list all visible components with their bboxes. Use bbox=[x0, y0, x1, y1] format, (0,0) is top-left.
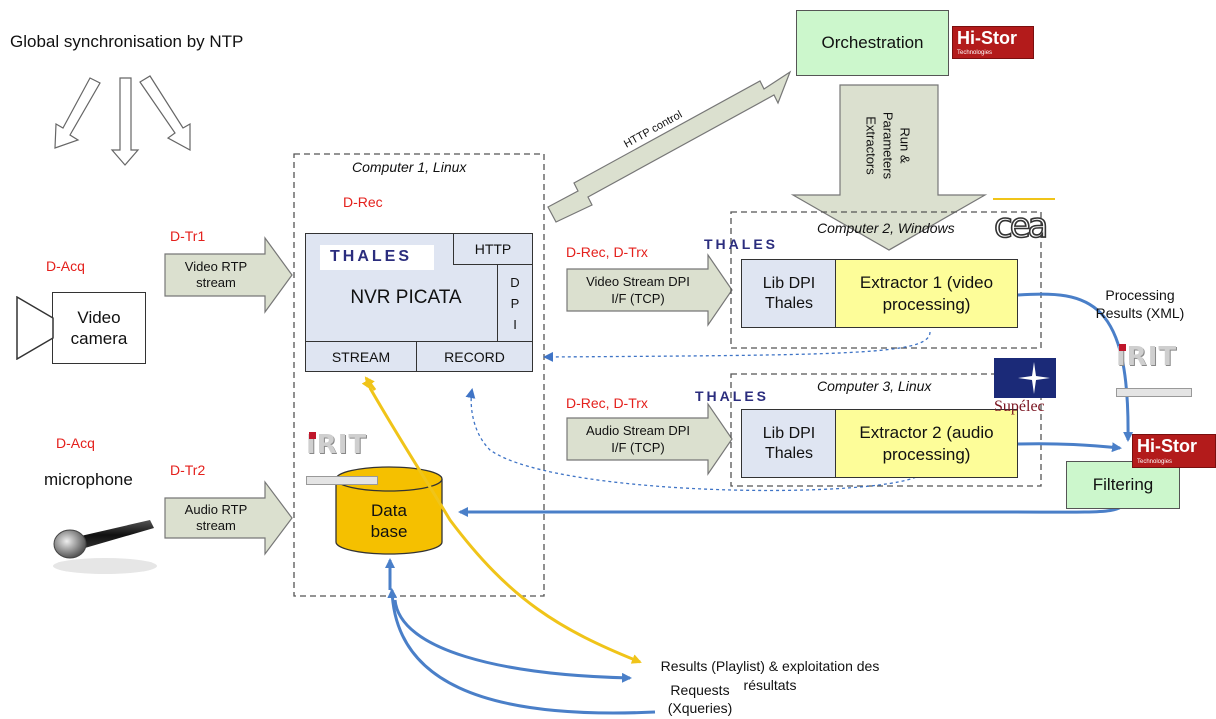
irit-logo-text-1: IRIT bbox=[306, 430, 368, 460]
computer1-title: Computer 1, Linux bbox=[352, 159, 467, 175]
thales-logo-computer3: THALES bbox=[695, 388, 769, 404]
irit-logo-dot-1 bbox=[309, 432, 316, 439]
cea-logo: cea bbox=[993, 205, 1049, 247]
dpi-label: D P I bbox=[510, 274, 520, 332]
histor-logo-text-1: Hi-Stor bbox=[957, 28, 1017, 48]
processing-results-wrap: Processing Results (XML) bbox=[1080, 284, 1200, 324]
run-params-text: Run & Parameters Extractors bbox=[828, 90, 948, 200]
video-dpi-arrow bbox=[566, 253, 733, 327]
label-d-rec-trx-2: D-Rec, D-Trx bbox=[566, 395, 648, 411]
run-params-arrow bbox=[790, 84, 988, 251]
computer2-title: Computer 2, Windows bbox=[817, 220, 955, 236]
lib-dpi-label-1: Lib DPI Thales bbox=[762, 274, 816, 312]
histor-logo-sub-2: Technologies bbox=[1137, 459, 1173, 465]
orchestration-box: Orchestration bbox=[796, 10, 949, 76]
yellow-flow bbox=[361, 378, 642, 664]
histor-logo-orchestration: Hi-Stor Technologies bbox=[952, 26, 1034, 59]
video-dpi-text: Video Stream DPI I/F (TCP) bbox=[568, 270, 708, 310]
computer3-frame bbox=[730, 373, 1042, 487]
thales-logo-nvr: THALES bbox=[320, 245, 434, 270]
video-rtp-arrow bbox=[164, 236, 293, 314]
video-dpi-label: Video Stream DPI I/F (TCP) bbox=[586, 274, 690, 306]
video-rtp-label: Video RTP stream bbox=[184, 259, 248, 290]
results-label: Results (Playlist) & exploitation des ré… bbox=[660, 658, 880, 693]
ntp-arrows bbox=[54, 75, 191, 166]
supelec-logo-text: Supélec bbox=[994, 398, 1045, 415]
filtering-box: Filtering bbox=[1066, 461, 1180, 509]
label-d-acq-video: D-Acq bbox=[46, 258, 85, 274]
lib-dpi-box-2: Lib DPI Thales bbox=[741, 409, 837, 478]
extractor1-label: Extractor 1 (video processing) bbox=[859, 272, 994, 314]
video-camera-label: Video camera bbox=[70, 308, 128, 348]
extractor2-label: Extractor 2 (audio processing) bbox=[859, 422, 994, 464]
stream-box: STREAM bbox=[305, 341, 417, 372]
audio-rtp-text: Audio RTP stream bbox=[170, 499, 262, 537]
audio-rtp-arrow bbox=[164, 480, 293, 556]
microphone-label: microphone bbox=[44, 470, 133, 489]
nvr-picata-label-wrap: NVR PICATA bbox=[326, 278, 486, 318]
computer3-title: Computer 3, Linux bbox=[817, 378, 932, 394]
irit-logo-dot-2 bbox=[1119, 344, 1126, 351]
yellow-flow-head bbox=[364, 376, 377, 391]
filtering-label: Filtering bbox=[1092, 475, 1154, 494]
audio-dpi-label: Audio Stream DPI I/F (TCP) bbox=[585, 423, 691, 455]
extractor1-box: Extractor 1 (video processing) bbox=[835, 259, 1018, 328]
label-d-tr2: D-Tr2 bbox=[170, 462, 206, 478]
extractor2-box: Extractor 2 (audio processing) bbox=[835, 409, 1018, 478]
thales-logo-computer2: THALES bbox=[704, 236, 778, 252]
lib-dpi-label-2: Lib DPI Thales bbox=[762, 424, 816, 462]
histor-logo-sub-1: Technologies bbox=[957, 50, 993, 56]
irit-logo-bar-2 bbox=[1116, 388, 1192, 397]
audio-rtp-label: Audio RTP stream bbox=[184, 502, 248, 533]
run-params-label: Run & Parameters Extractors bbox=[863, 111, 913, 179]
lib-dpi-box-1: Lib DPI Thales bbox=[741, 259, 837, 328]
supelec-star-icon bbox=[1018, 362, 1050, 394]
histor-logo-text-2: Hi-Stor bbox=[1137, 436, 1197, 456]
page-title: Global synchronisation by NTP bbox=[10, 32, 244, 51]
orchestration-label: Orchestration bbox=[821, 33, 924, 52]
database-label: Data base bbox=[370, 501, 408, 541]
irit-logo-right: IRIT bbox=[1116, 342, 1194, 400]
thales-logo-nvr-text: THALES bbox=[330, 248, 412, 265]
computer2-frame bbox=[730, 211, 1042, 349]
histor-logo-filtering: Hi-Stor Technologies bbox=[1132, 434, 1216, 468]
label-d-acq-audio: D-Acq bbox=[56, 435, 95, 451]
processing-results-label: Processing Results (XML) bbox=[1095, 287, 1185, 321]
audio-dpi-text: Audio Stream DPI I/F (TCP) bbox=[568, 419, 708, 459]
label-d-rec: D-Rec bbox=[343, 194, 383, 210]
microphone-icon bbox=[53, 520, 157, 574]
dpi-box: D P I bbox=[497, 264, 533, 342]
dotted-flows bbox=[465, 331, 931, 492]
requests-label: Requests (Xqueries) bbox=[667, 682, 733, 716]
http-control-arrow bbox=[547, 70, 792, 223]
irit-logo-bar-1 bbox=[306, 476, 378, 485]
video-camera-box: Video camera bbox=[52, 292, 146, 364]
label-d-tr1: D-Tr1 bbox=[170, 228, 206, 244]
record-box: RECORD bbox=[416, 341, 533, 372]
database-label-wrap: Data base bbox=[340, 496, 438, 546]
stream-label: STREAM bbox=[331, 348, 391, 365]
supelec-logo: Supélec bbox=[994, 358, 1056, 420]
results-wrap: Results (Playlist) & exploitation des ré… bbox=[640, 654, 900, 698]
video-rtp-text: Video RTP stream bbox=[170, 256, 262, 294]
irit-logo-text-2: IRIT bbox=[1116, 342, 1178, 372]
camera-lens-icon bbox=[16, 296, 54, 360]
http-label: HTTP bbox=[474, 241, 512, 257]
http-box: HTTP bbox=[453, 233, 533, 265]
nvr-block: THALES HTTP D P I NVR PICATA STREAM RECO… bbox=[305, 233, 533, 372]
record-label: RECORD bbox=[444, 348, 505, 365]
computer1-frame bbox=[293, 153, 545, 597]
irit-logo-computer1: IRIT bbox=[306, 430, 380, 488]
label-d-rec-trx-1: D-Rec, D-Trx bbox=[566, 244, 648, 260]
requests-wrap: Requests (Xqueries) bbox=[640, 680, 760, 718]
nvr-picata-label: NVR PICATA bbox=[350, 287, 462, 308]
